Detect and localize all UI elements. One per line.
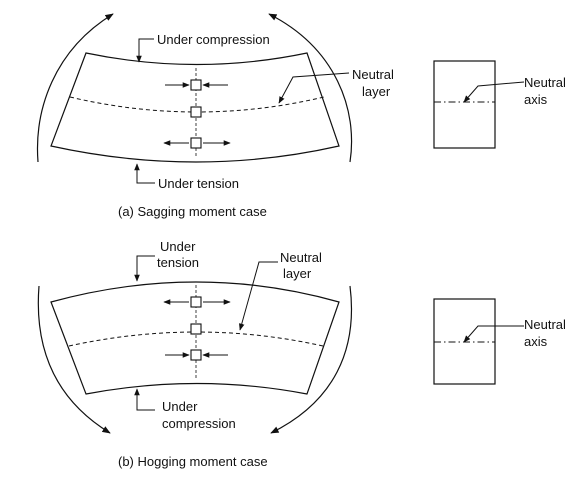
hogging-compression-label-2: compression — [162, 416, 236, 431]
hogging-neutral-layer-label-1: Neutral — [280, 250, 322, 265]
hogging-middle-element — [190, 323, 202, 335]
sagging-top-element — [190, 79, 202, 91]
sagging-neutral-layer-label-1: Neutral — [352, 67, 394, 82]
sagging-moment-arrow-left — [36, 13, 114, 163]
sagging-case: Under compression Neutral layer Under te… — [36, 13, 566, 219]
sagging-tension-label: Under tension — [158, 176, 239, 191]
hogging-bottom-element — [190, 349, 202, 361]
hogging-neutral-axis-leader — [463, 325, 524, 343]
hogging-tension-label-2: tension — [157, 255, 199, 270]
hogging-neutral-axis-label-2: axis — [524, 334, 548, 349]
hogging-beam-outline — [50, 281, 340, 395]
hogging-tension-leader — [134, 255, 155, 282]
sagging-moment-arrow-right — [268, 13, 353, 163]
hogging-tension-label-1: Under — [160, 239, 196, 254]
hogging-moment-arrow-right — [270, 285, 353, 434]
hogging-compression-label-1: Under — [162, 399, 198, 414]
hogging-neutral-layer-label-2: layer — [283, 266, 312, 281]
sagging-neutral-axis-label-1: Neutral — [524, 75, 566, 90]
sagging-tension-leader — [134, 163, 155, 184]
sagging-compression-label: Under compression — [157, 32, 270, 47]
hogging-compression-leader — [134, 388, 155, 411]
sagging-neutral-axis-leader — [463, 81, 525, 103]
sagging-neutral-axis-label-2: axis — [524, 92, 548, 107]
hogging-neutral-layer-leader — [238, 261, 278, 331]
sagging-caption: (a) Sagging moment case — [118, 204, 267, 219]
hogging-neutral-axis-label-1: Neutral — [524, 317, 566, 332]
sagging-neutral-layer-label-2: layer — [362, 84, 391, 99]
sagging-compression-leader — [136, 38, 154, 63]
hogging-moment-arrow-left — [37, 285, 111, 434]
hogging-top-element — [190, 296, 202, 308]
sagging-neutral-layer-leader — [278, 72, 350, 104]
sagging-middle-element — [190, 106, 202, 118]
hogging-caption: (b) Hogging moment case — [118, 454, 268, 469]
sagging-cross-section — [433, 60, 496, 149]
sagging-bottom-element — [190, 137, 202, 149]
hogging-case: Under tension Neutral layer Under compre… — [37, 239, 566, 469]
sagging-beam-outline — [50, 52, 340, 163]
